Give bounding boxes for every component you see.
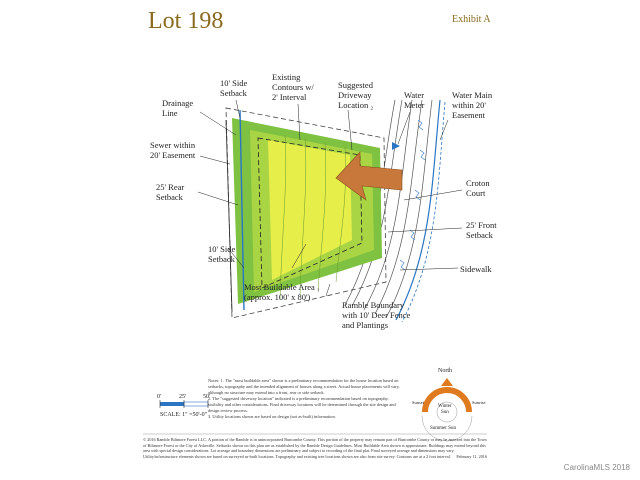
exhibit-label: Exhibit A (452, 14, 491, 25)
tree-marks (399, 119, 426, 271)
scale-label: SCALE: 1" =50'-0" (160, 412, 208, 418)
ramble-boundary (225, 107, 387, 319)
label-rear-setback: 25' Rear Setback (156, 182, 185, 202)
label-side-setback-top: 10' Side Setback (220, 78, 248, 98)
label-buildable-area: Most Buildable Area ₁ (approx. 100' x 80… (244, 282, 320, 302)
label-drainage: Drainage Line (162, 98, 194, 118)
contour-lines (279, 134, 346, 301)
footer-text: © 2016 Ramble Biltmore Forest LLC. A por… (143, 437, 487, 459)
note-3: 3. Utility locations shown are based on … (208, 414, 336, 419)
footer-disclaimer: © 2016 Ramble Biltmore Forest LLC. A por… (143, 437, 487, 459)
watermark: CarolinaMLS 2018 (563, 463, 630, 472)
scale-tick-0: 0' (157, 394, 162, 400)
label-water-meter: Water Meter (404, 90, 425, 110)
road-lines (344, 99, 446, 323)
water-meter (392, 142, 400, 150)
label-existing-contours: Existing Contours w/ 2' Interval (272, 72, 314, 102)
compass-winter-sun: Winter Sun (438, 404, 452, 415)
footer-date: February 11, 2016 (456, 453, 487, 459)
compass-north: North (438, 368, 452, 374)
note-1: 1. The "most buildable area" shown is a … (208, 378, 400, 395)
buildable-outline (257, 137, 363, 289)
label-side-setback-bottom: 10' Side Setback (208, 244, 236, 264)
sun-compass-diagram (421, 378, 473, 442)
driveway-arrow (335, 151, 403, 201)
buildable-area (268, 140, 352, 280)
label-water-main: Water Main within 20' Easement (452, 90, 493, 120)
label-driveway: Suggested Driveway Location ₂ (338, 80, 374, 110)
notes-block: Notes: 1. The "most buildable area" show… (208, 378, 404, 420)
scale-tick-50: 50' (203, 394, 211, 400)
note-2: 2. The "suggested driveway location" ind… (208, 396, 396, 413)
leader-lines (197, 99, 463, 297)
compass-sunrise: Sunrise (472, 400, 486, 405)
compass-sunset: Sunset (412, 400, 425, 405)
label-croton-court: Croton Court (466, 178, 490, 198)
label-sidewalk: Sidewalk (460, 264, 492, 274)
sewer-line (225, 119, 233, 313)
drainage-line (239, 109, 245, 311)
label-ramble-boundary: Ramble Boundary with 10' Deer Fence and … (342, 300, 411, 330)
notes-heading: Notes: (208, 378, 220, 383)
label-front-setback: 25' Front Setback (466, 220, 497, 240)
label-sewer: Sewer within 20' Easement (150, 140, 196, 160)
scale-bar (159, 400, 209, 408)
compass-summer-sun: Summer Sun (430, 426, 456, 431)
page-title: Lot 198 (148, 8, 224, 34)
scale-tick-25: 25' (179, 394, 187, 400)
